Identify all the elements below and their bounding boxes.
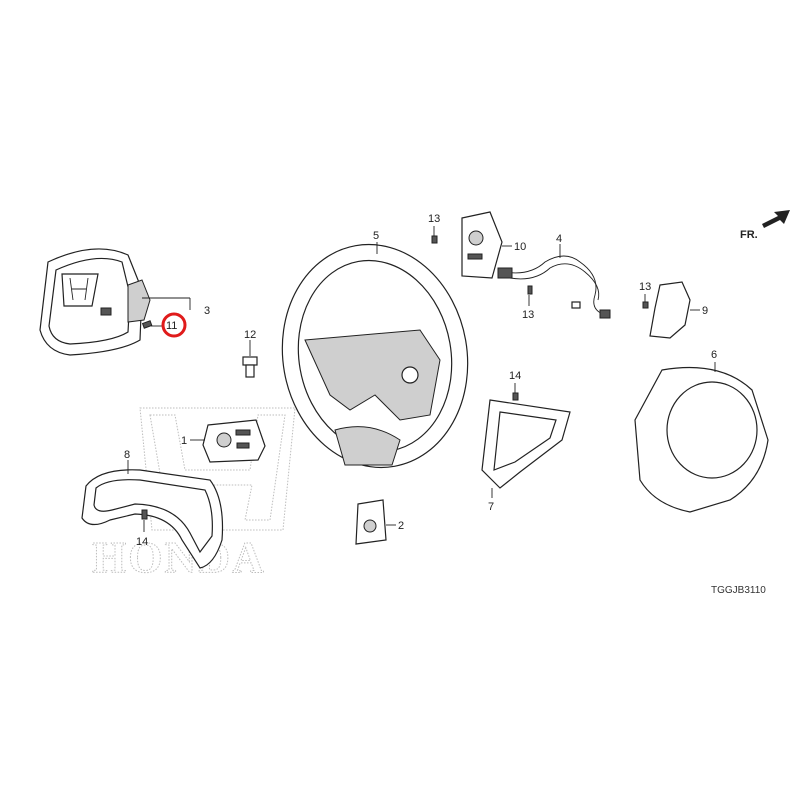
harness-4 xyxy=(497,244,611,319)
callout-7: 7 xyxy=(488,501,494,513)
callout-10: 10 xyxy=(514,241,526,253)
callout-2: 2 xyxy=(398,520,404,532)
direction-label: FR. xyxy=(740,229,758,241)
switch-1 xyxy=(190,419,266,463)
callout-14-lower: 14 xyxy=(509,370,521,382)
label-plate xyxy=(100,307,112,316)
callout-1: 1 xyxy=(181,435,187,447)
paddle-9 xyxy=(642,281,700,339)
callout-13-paddle: 13 xyxy=(639,281,651,293)
callout-6: 6 xyxy=(711,349,717,361)
arrow-right-icon xyxy=(762,210,790,228)
highlight-ring xyxy=(161,312,187,338)
bolt-11 xyxy=(141,320,162,329)
screw-12 xyxy=(242,340,258,378)
garnish-8 xyxy=(81,460,224,569)
callout-9: 9 xyxy=(702,305,708,317)
callout-8: 8 xyxy=(124,449,130,461)
front-direction-indicator xyxy=(762,210,790,228)
callout-11: 11 xyxy=(166,320,177,332)
callout-4: 4 xyxy=(556,233,562,245)
watermark-text: HONDA xyxy=(92,533,266,582)
callout-3: 3 xyxy=(204,305,210,317)
switch-10 xyxy=(431,211,512,279)
callout-13-top: 13 xyxy=(428,213,440,225)
honda-watermark: HONDA xyxy=(92,407,296,583)
lower-cover-7 xyxy=(481,383,571,498)
honda-logo-icon xyxy=(61,273,99,307)
steering-wheel-5 xyxy=(281,242,469,469)
switch-2 xyxy=(355,499,396,545)
callout-13-harness: 13 xyxy=(522,309,534,321)
reference-code: TGGJB3110 xyxy=(711,585,766,596)
rear-cover-6 xyxy=(634,362,769,513)
callout-12: 12 xyxy=(244,329,256,341)
callout-14-garnish: 14 xyxy=(136,536,148,548)
airbag-module xyxy=(39,248,191,356)
callout-5: 5 xyxy=(373,230,379,242)
